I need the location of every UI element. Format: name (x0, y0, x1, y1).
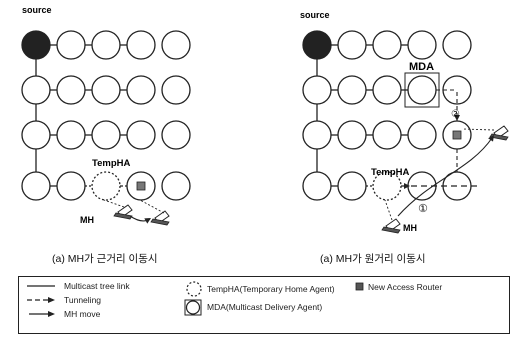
router-node (126, 120, 156, 150)
step-1-marker: ① (418, 202, 428, 215)
router-node (56, 75, 86, 105)
router-node (407, 120, 437, 150)
mh-label: MH (80, 215, 94, 225)
new-access-router (136, 181, 146, 191)
router-node (407, 75, 437, 105)
mh-laptop-new (150, 210, 170, 226)
router-node (302, 171, 332, 201)
wireless-link-new (462, 128, 495, 131)
source-node (302, 30, 332, 60)
router-node (161, 120, 191, 150)
legend-mh-move: MH move (64, 309, 101, 319)
tempha-label: TempHA (371, 167, 409, 178)
router-node (21, 75, 51, 105)
router-node (161, 171, 191, 201)
router-node (126, 30, 156, 60)
legend-tempha: TempHA(Temporary Home Agent) (207, 284, 335, 294)
mh-move-arrowhead (144, 218, 151, 224)
source-label: source (22, 5, 52, 15)
router-node (56, 171, 86, 201)
legend-symbols (27, 281, 364, 317)
router-node (56, 30, 86, 60)
router-node (21, 120, 51, 150)
legend-new-access-router: New Access Router (368, 282, 443, 292)
router-node (372, 120, 402, 150)
router-node (302, 120, 332, 150)
laptop-base (489, 133, 509, 141)
left-caption: (a) MH가 근거리 이동시 (52, 253, 158, 265)
tempha-label: TempHA (92, 158, 130, 169)
mh-laptop-old (381, 218, 401, 234)
router-node (161, 75, 191, 105)
legend-multicast-tree-link: Multicast tree link (64, 281, 130, 291)
new-access-router-symbol (355, 282, 364, 291)
router-node (126, 75, 156, 105)
tunneling-arrowhead (48, 297, 55, 303)
tunnel-arrowhead (454, 115, 460, 121)
router-node (337, 120, 367, 150)
mh-move-arrowhead (488, 135, 494, 142)
tempha-node (91, 171, 121, 201)
router-node (372, 75, 402, 105)
mh-move-arrowhead (48, 311, 55, 317)
mh-laptop-new (489, 125, 509, 141)
source-label: source (300, 10, 330, 20)
mh-laptop-old (113, 204, 133, 220)
legend-tunneling: Tunneling (64, 295, 102, 305)
wireless-link-new (139, 199, 165, 214)
mda-symbol (184, 299, 202, 316)
legend-box: Multicast tree link Tunneling MH move Te… (18, 276, 510, 334)
wireless-link-old (103, 199, 125, 208)
router-node (372, 30, 402, 60)
router-node (442, 30, 472, 60)
step-2-marker: ② (451, 109, 460, 120)
router-node (337, 30, 367, 60)
laptop-base (113, 212, 133, 220)
source-node (21, 30, 51, 60)
legend-mda: MDA(Multicast Delivery Agent) (207, 302, 323, 312)
mda-label: MDA (409, 61, 434, 73)
right-caption: (a) MH가 원거리 이동시 (320, 253, 426, 265)
router-node (91, 120, 121, 150)
new-access-router (452, 130, 462, 140)
router-node (21, 171, 51, 201)
router-node (91, 75, 121, 105)
tunnel-arrowhead (404, 183, 410, 189)
wireless-link-old (384, 199, 393, 221)
router-node (302, 75, 332, 105)
laptop-base (381, 226, 401, 234)
router-node (337, 75, 367, 105)
laptop-base (150, 218, 170, 226)
mh-label: MH (403, 223, 417, 233)
router-node (56, 120, 86, 150)
tempha-symbol (186, 281, 202, 297)
router-node (407, 30, 437, 60)
router-node (91, 30, 121, 60)
router-node (337, 171, 367, 201)
router-node (161, 30, 191, 60)
mh-move-path (397, 137, 493, 217)
